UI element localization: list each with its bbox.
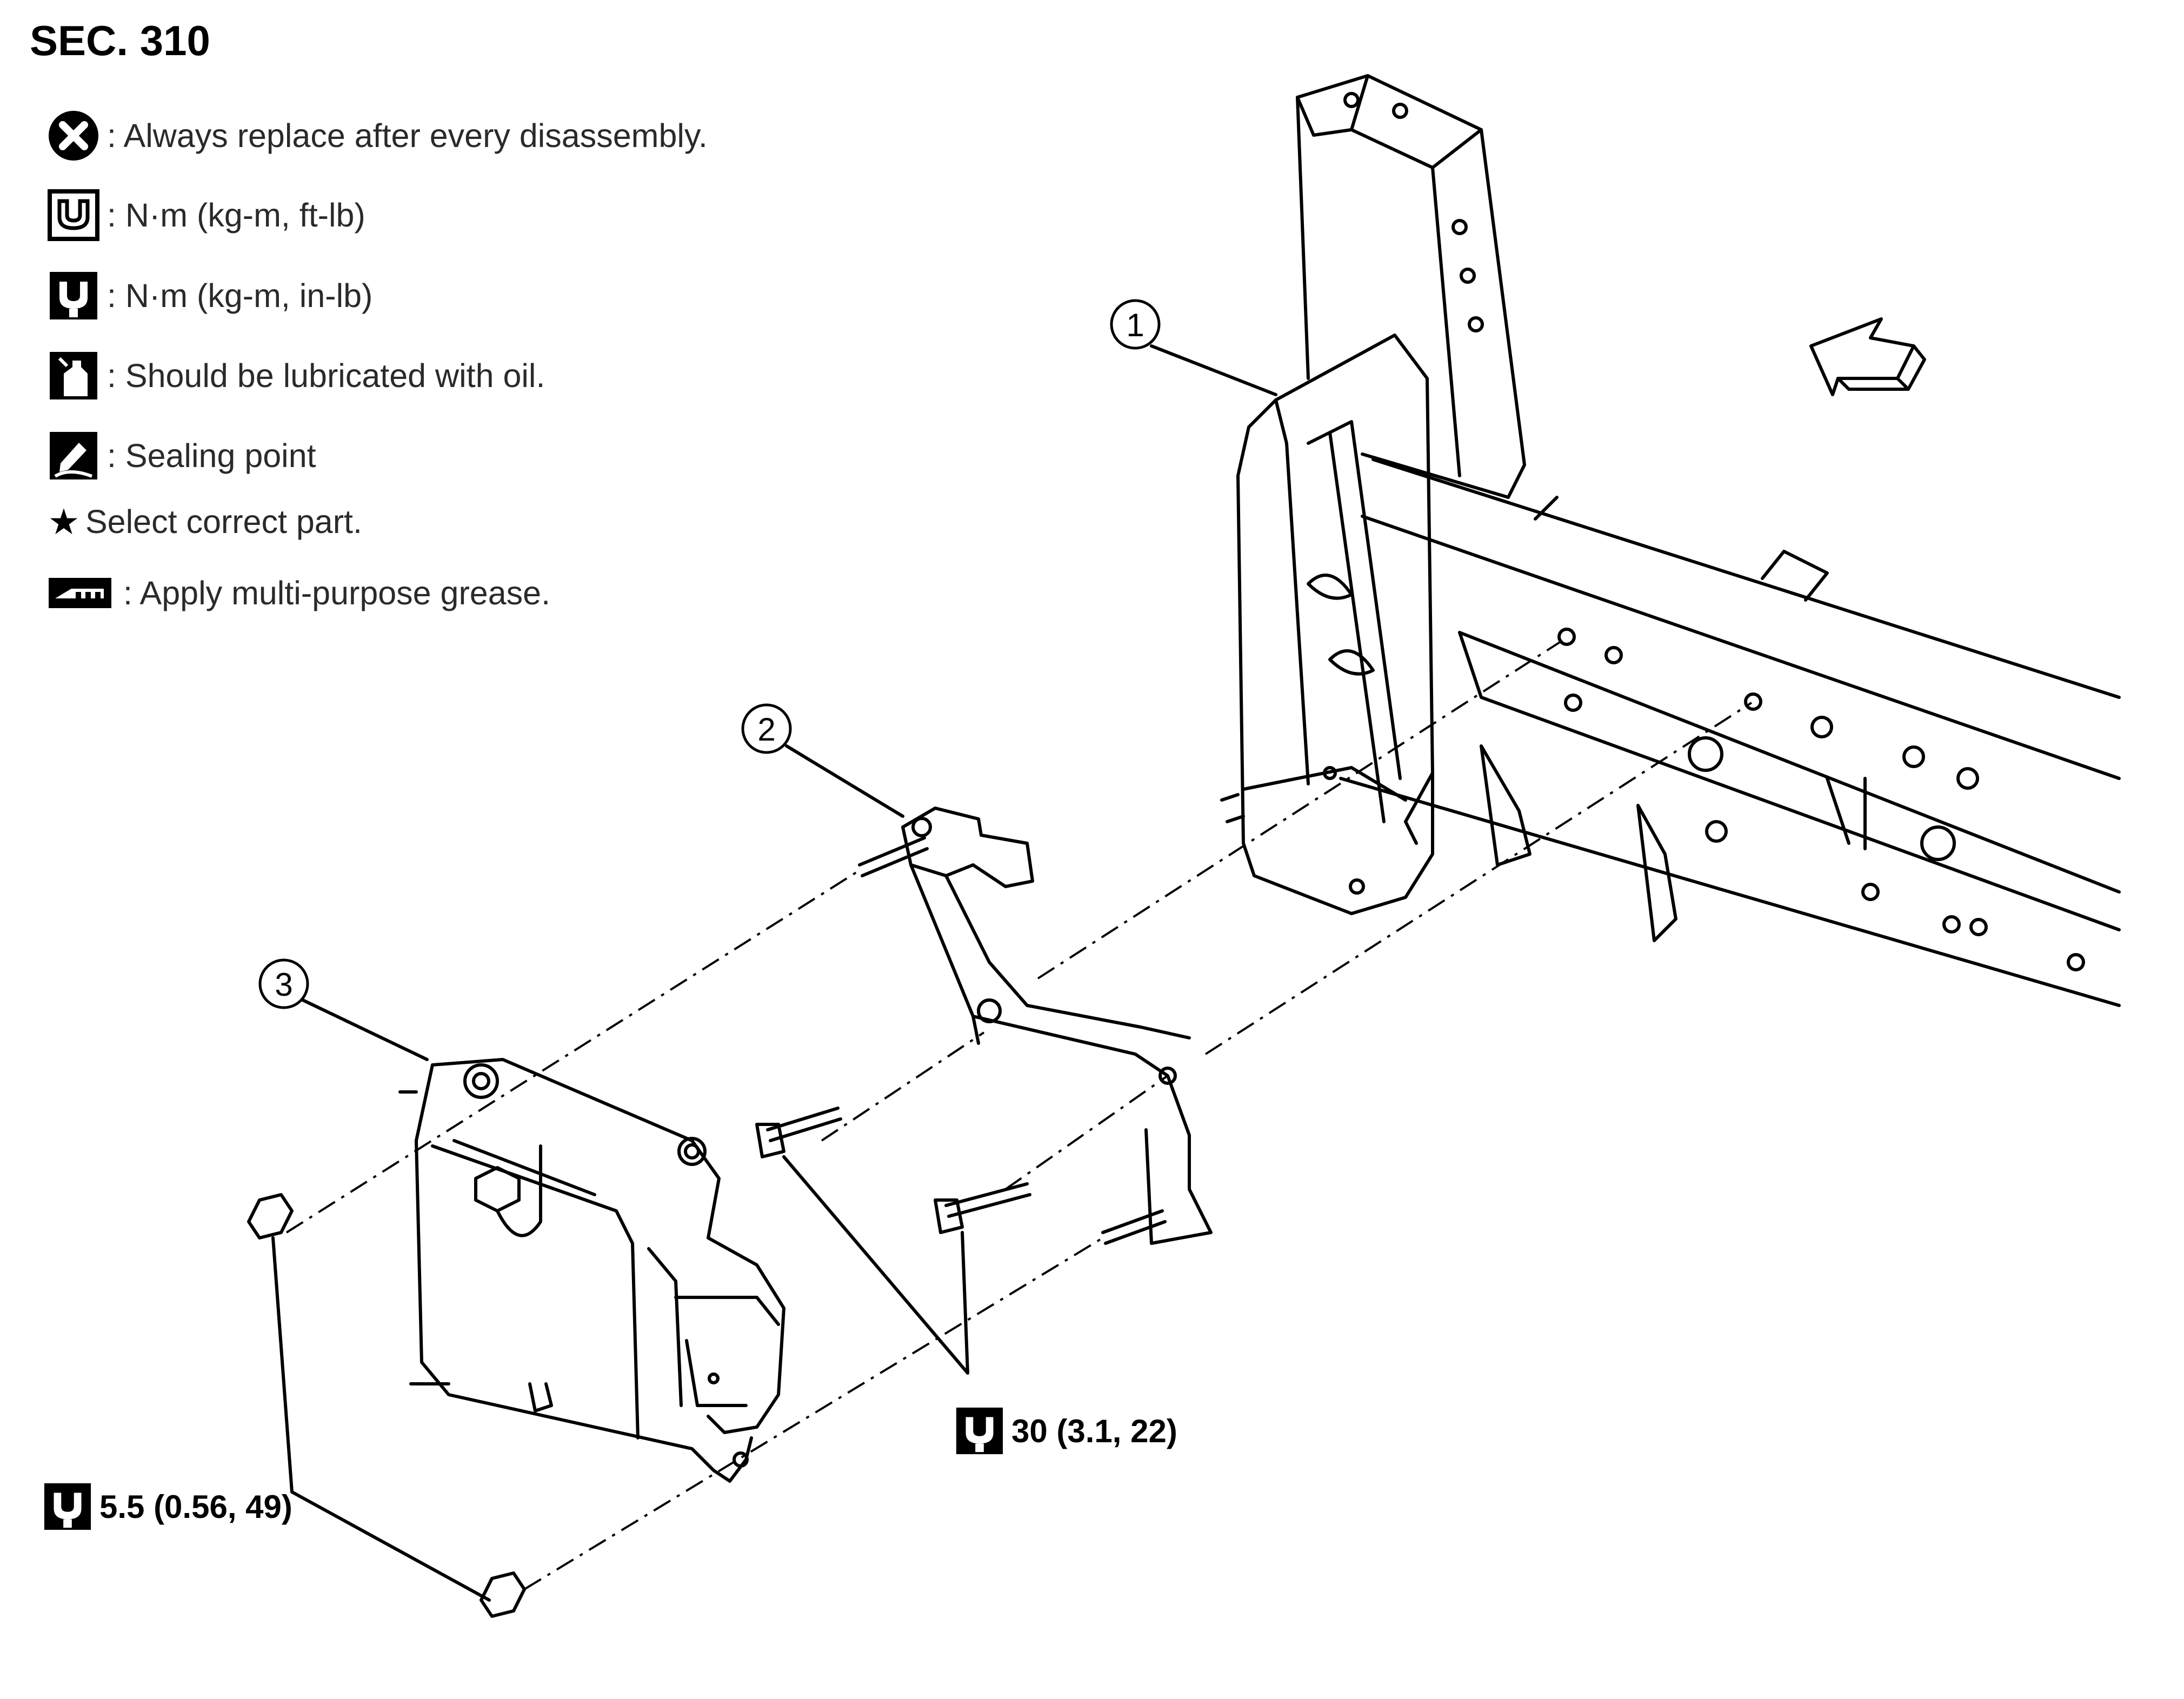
torque-spec-unit-nuts: 5.5 (0.56, 49) xyxy=(42,1481,292,1532)
torque-spec-bracket-bolts: 30 (3.1, 22) xyxy=(954,1405,1177,1456)
mounting-bracket-2 xyxy=(901,807,1213,1245)
front-direction-arrow-icon xyxy=(1809,317,1915,396)
legend-item-always-replace: : Always replace after every disassembly… xyxy=(48,106,708,165)
control-unit-3 xyxy=(398,1058,785,1483)
torque-in-lb-icon xyxy=(956,1407,1003,1455)
legend-item-oil: : Should be lubricated with oil. xyxy=(48,346,545,405)
leader-line-torque-30 xyxy=(782,1155,969,1375)
fasteners xyxy=(247,836,1167,1618)
leader-line-2 xyxy=(785,744,904,818)
legend-item-select-part: ★ Select correct part. xyxy=(48,492,362,551)
legend-text: Select correct part. xyxy=(85,503,362,540)
callout-1: 1 xyxy=(1110,299,1161,350)
legend-text: : Always replace after every disassembly… xyxy=(107,117,708,154)
callout-3-label: 3 xyxy=(275,967,292,1003)
leader-line-3 xyxy=(301,998,429,1061)
section-title: SEC. 310 xyxy=(30,17,210,64)
legend-item-torque-ft-lb: : N·m (kg-m, ft-lb) xyxy=(48,185,365,245)
torque-in-lb-icon xyxy=(48,269,102,323)
leader-line-1 xyxy=(1150,344,1277,396)
legend-text: : Sealing point xyxy=(107,437,316,474)
callout-1-label: 1 xyxy=(1126,307,1144,343)
always-replace-icon xyxy=(48,109,102,163)
legend-item-sealing: : Sealing point xyxy=(48,426,316,485)
legend-text: : N·m (kg-m, in-lb) xyxy=(107,277,373,314)
legend-text: : Apply multi-purpose grease. xyxy=(123,575,551,611)
alignment-lines xyxy=(285,639,1753,1590)
callout-2-label: 2 xyxy=(757,711,775,748)
frame-rail xyxy=(1339,458,2121,1007)
leader-line-torque-5-5 xyxy=(271,1236,491,1602)
callout-3: 3 xyxy=(258,958,309,1009)
legend-text: : Should be lubricated with oil. xyxy=(107,357,545,394)
torque-value: 30 (3.1, 22) xyxy=(1011,1412,1177,1449)
mounting-bracket-1 xyxy=(1220,74,1526,915)
oil-can-icon xyxy=(48,349,102,403)
torque-in-lb-icon xyxy=(44,1483,91,1530)
star-icon: ★ xyxy=(48,501,80,542)
legend-item-torque-in-lb: : N·m (kg-m, in-lb) xyxy=(48,266,372,325)
callout-2: 2 xyxy=(741,703,792,754)
grease-icon xyxy=(48,566,118,620)
legend-text: : N·m (kg-m, ft-lb) xyxy=(107,197,365,234)
torque-value: 5.5 (0.56, 49) xyxy=(99,1488,292,1525)
front-direction-arrow-shadow xyxy=(1836,344,1926,391)
legend-item-grease: : Apply multi-purpose grease. xyxy=(48,563,550,623)
sealing-point-icon xyxy=(48,429,102,483)
torque-ft-lb-icon xyxy=(48,188,102,242)
